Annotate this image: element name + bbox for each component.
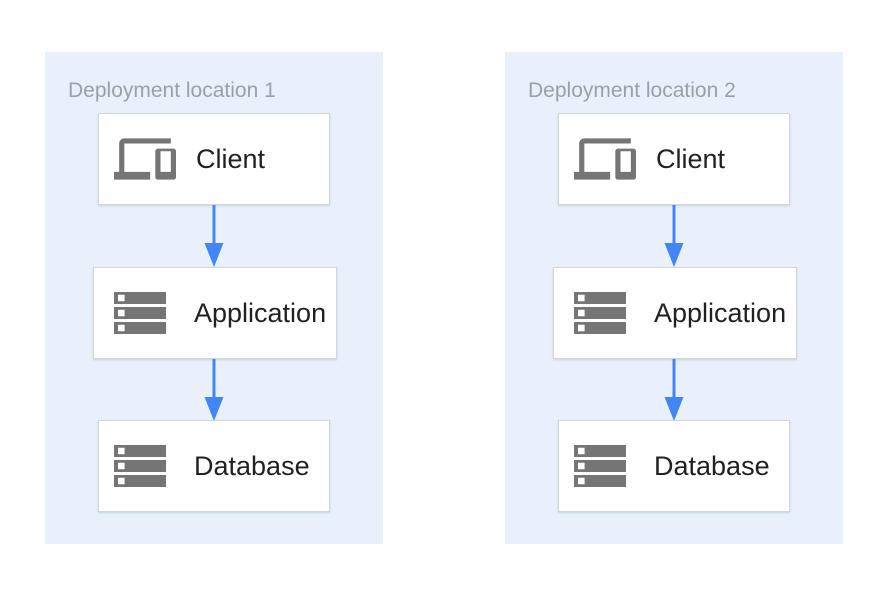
storage-icon: [574, 445, 626, 487]
node-label: Application: [194, 297, 327, 328]
deployment-panel-2: Deployment location 2 Client Application: [505, 52, 843, 544]
node-label: Client: [196, 143, 266, 174]
node-database: Database: [558, 420, 790, 512]
deployment-panel-1: Deployment location 1 Client Application: [45, 52, 383, 544]
arrow-application-to-database: [664, 359, 684, 421]
node-label: Database: [194, 450, 310, 481]
devices-icon: [114, 128, 176, 190]
panel-title: Deployment location 1: [68, 79, 276, 102]
node-client: Client: [98, 113, 330, 205]
arrow-application-to-database: [204, 359, 224, 421]
devices-icon: [574, 128, 636, 190]
storage-icon: [114, 292, 166, 334]
arrow-client-to-application: [204, 205, 224, 267]
node-label: Database: [654, 450, 770, 481]
node-application: Application: [93, 267, 337, 359]
storage-icon: [114, 445, 166, 487]
node-label: Client: [656, 143, 726, 174]
storage-icon: [574, 292, 626, 334]
panel-title: Deployment location 2: [528, 79, 736, 102]
node-database: Database: [98, 420, 330, 512]
node-client: Client: [558, 113, 790, 205]
node-label: Application: [654, 297, 787, 328]
arrow-client-to-application: [664, 205, 684, 267]
node-application: Application: [553, 267, 797, 359]
